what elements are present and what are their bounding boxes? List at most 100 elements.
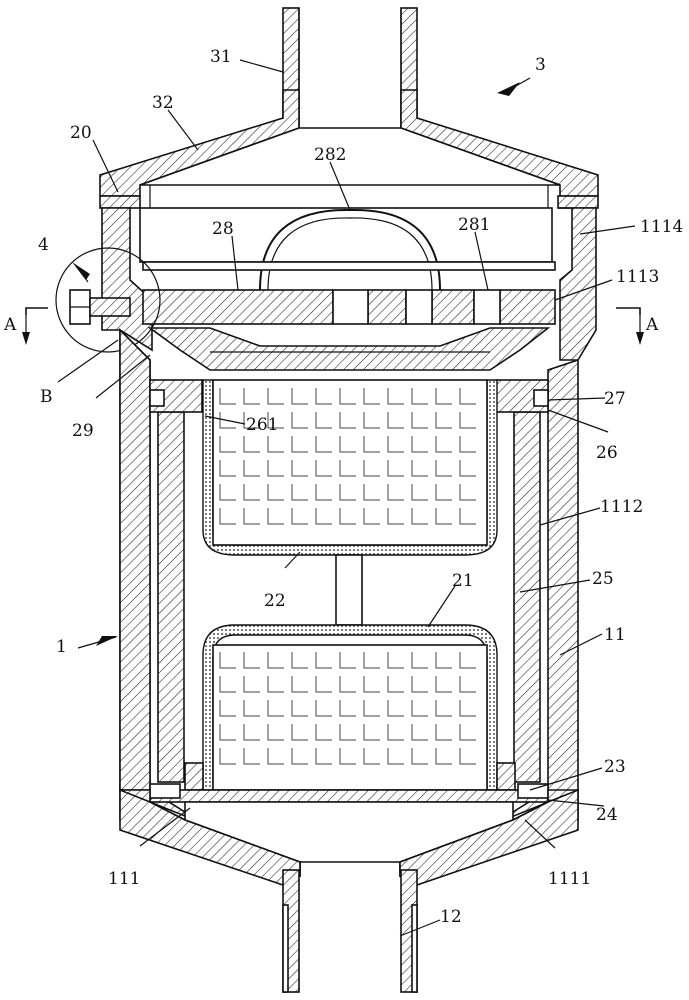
mesh-cell bbox=[315, 676, 332, 693]
mesh-cell bbox=[435, 388, 452, 405]
mesh-cell bbox=[315, 700, 332, 717]
mesh-cell bbox=[459, 652, 476, 669]
label-11: 11 bbox=[604, 625, 626, 645]
mesh-cell bbox=[291, 460, 308, 477]
label-23: 23 bbox=[604, 757, 626, 777]
mesh-cell bbox=[387, 724, 404, 741]
label-a-left: A bbox=[3, 315, 17, 335]
mesh-cell bbox=[459, 436, 476, 453]
mesh-cell bbox=[411, 652, 428, 669]
leader-lines bbox=[57, 59, 636, 937]
label-111: 111 bbox=[108, 869, 140, 889]
mesh-cell bbox=[459, 412, 476, 429]
mesh-cell bbox=[315, 484, 332, 501]
mesh-cell bbox=[291, 724, 308, 741]
mesh-cell bbox=[363, 484, 380, 501]
mesh-cell bbox=[339, 724, 356, 741]
mesh-cell bbox=[219, 652, 236, 669]
mesh-cell bbox=[435, 700, 452, 717]
mesh-cell bbox=[315, 508, 332, 525]
mesh-cell bbox=[387, 652, 404, 669]
mesh-cell bbox=[243, 676, 260, 693]
mesh-cell bbox=[315, 436, 332, 453]
bottom-outlet-pipe bbox=[282, 869, 418, 993]
mesh-cell bbox=[243, 508, 260, 525]
mesh-cell bbox=[363, 700, 380, 717]
mesh-cell bbox=[267, 748, 284, 765]
mesh-cell bbox=[243, 724, 260, 741]
lower-cone bbox=[119, 788, 579, 886]
mesh-cell bbox=[411, 460, 428, 477]
mesh-cell bbox=[243, 460, 260, 477]
mesh-cell bbox=[267, 436, 284, 453]
mesh-cell bbox=[267, 460, 284, 477]
mesh-cell bbox=[435, 676, 452, 693]
label-281: 281 bbox=[458, 215, 490, 235]
mesh-cell bbox=[267, 388, 284, 405]
mesh-cell bbox=[387, 460, 404, 477]
mesh-cell bbox=[243, 652, 260, 669]
label-26: 26 bbox=[596, 443, 618, 463]
mesh-cell bbox=[291, 436, 308, 453]
mesh-cell bbox=[459, 700, 476, 717]
mesh-cell bbox=[219, 676, 236, 693]
mesh-cell bbox=[435, 412, 452, 429]
mesh-cell bbox=[411, 388, 428, 405]
label-1114: 1114 bbox=[640, 217, 683, 237]
mesh-cell bbox=[267, 484, 284, 501]
label-25: 25 bbox=[592, 569, 614, 589]
lower-filter-cartridge bbox=[202, 624, 498, 791]
mesh-cell bbox=[243, 484, 260, 501]
mesh-cell bbox=[363, 748, 380, 765]
label-27: 27 bbox=[604, 389, 626, 409]
label-12: 12 bbox=[440, 907, 462, 927]
mesh-cell bbox=[219, 388, 236, 405]
mesh-cell bbox=[363, 724, 380, 741]
mesh-cell bbox=[387, 508, 404, 525]
mesh-cell bbox=[387, 388, 404, 405]
mesh-cell bbox=[267, 508, 284, 525]
mesh-cell bbox=[459, 508, 476, 525]
label-282: 282 bbox=[314, 145, 346, 165]
label-1113: 1113 bbox=[616, 267, 659, 287]
label-24: 24 bbox=[596, 805, 618, 825]
mesh-cell bbox=[339, 652, 356, 669]
mesh-cell bbox=[291, 412, 308, 429]
mesh-cell bbox=[339, 460, 356, 477]
mesh-cell bbox=[339, 484, 356, 501]
mesh-cell bbox=[291, 748, 308, 765]
mesh-cell bbox=[243, 436, 260, 453]
mesh-cell bbox=[411, 508, 428, 525]
mesh-cell bbox=[387, 700, 404, 717]
mesh-cell bbox=[459, 388, 476, 405]
label-1111: 1111 bbox=[548, 869, 591, 889]
mesh-cell bbox=[339, 700, 356, 717]
label-31: 31 bbox=[210, 47, 232, 67]
mesh-cell bbox=[291, 388, 308, 405]
mesh-cell bbox=[339, 508, 356, 525]
mesh-cell bbox=[243, 700, 260, 717]
mesh-cell bbox=[267, 676, 284, 693]
mesh-cell bbox=[387, 676, 404, 693]
mesh-cell bbox=[363, 460, 380, 477]
mesh-cell bbox=[315, 724, 332, 741]
label-20: 20 bbox=[70, 123, 92, 143]
label-29: 29 bbox=[72, 421, 94, 441]
label-3: 3 bbox=[535, 55, 546, 75]
mesh-cell bbox=[411, 436, 428, 453]
mesh-cell bbox=[339, 436, 356, 453]
label-1112: 1112 bbox=[600, 497, 643, 517]
mesh-cell bbox=[291, 700, 308, 717]
mesh-cell bbox=[315, 412, 332, 429]
mesh-cell bbox=[363, 652, 380, 669]
label-261: 261 bbox=[246, 415, 278, 435]
mesh-cell bbox=[435, 436, 452, 453]
mesh-cell bbox=[411, 676, 428, 693]
mesh-cell bbox=[387, 748, 404, 765]
mesh-cell bbox=[315, 748, 332, 765]
connecting-stem bbox=[335, 554, 363, 626]
mesh-cell bbox=[219, 700, 236, 717]
mesh-cell bbox=[387, 412, 404, 429]
mesh-cell bbox=[459, 676, 476, 693]
